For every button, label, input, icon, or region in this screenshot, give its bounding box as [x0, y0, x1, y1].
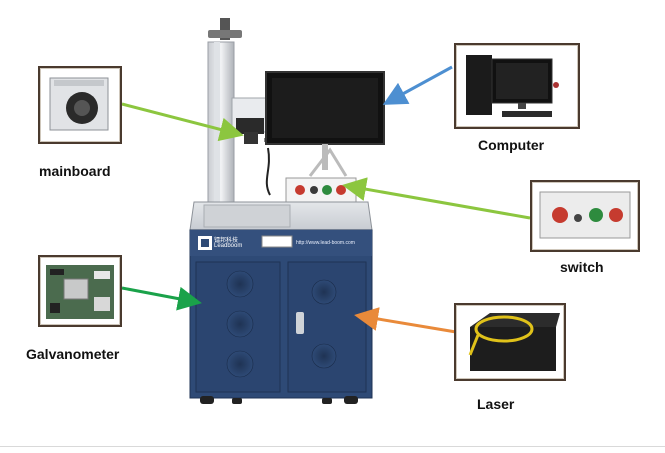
bottom-divider	[0, 446, 665, 447]
label-switch: switch	[560, 259, 604, 275]
arrow-laser	[354, 307, 457, 334]
switch-panel-photo	[539, 191, 631, 239]
arrow-switch	[342, 177, 531, 220]
mainboard-thumbnail	[38, 66, 122, 144]
brand-cn: 镭邦科技	[214, 237, 239, 244]
computer-thumbnail	[454, 43, 580, 129]
brand-en: Leadboom	[214, 243, 243, 249]
computer-photo	[466, 55, 559, 117]
monitor	[265, 71, 385, 177]
circuit-board-photo	[46, 265, 114, 319]
brand-website: http://www.lead-boom.com	[296, 240, 355, 246]
vent-patterns	[226, 270, 337, 378]
laser-thumbnail	[454, 303, 566, 381]
laser-head-photo	[49, 77, 109, 131]
galvanometer-thumbnail	[38, 255, 122, 327]
control-panel	[285, 177, 357, 203]
arrow-mainboard	[121, 102, 244, 142]
arrow-galvanometer	[121, 286, 202, 311]
label-mainboard: mainboard	[39, 163, 111, 179]
work-plate	[203, 204, 291, 228]
label-computer: Computer	[478, 137, 545, 153]
casters	[200, 396, 358, 404]
cabinet	[189, 229, 373, 399]
switch-thumbnail	[530, 180, 640, 252]
arrow-computer	[382, 65, 453, 105]
label-laser: Laser	[477, 396, 515, 412]
label-galvanometer: Galvanometer	[26, 346, 120, 362]
fiber-laser-photo	[468, 313, 560, 371]
